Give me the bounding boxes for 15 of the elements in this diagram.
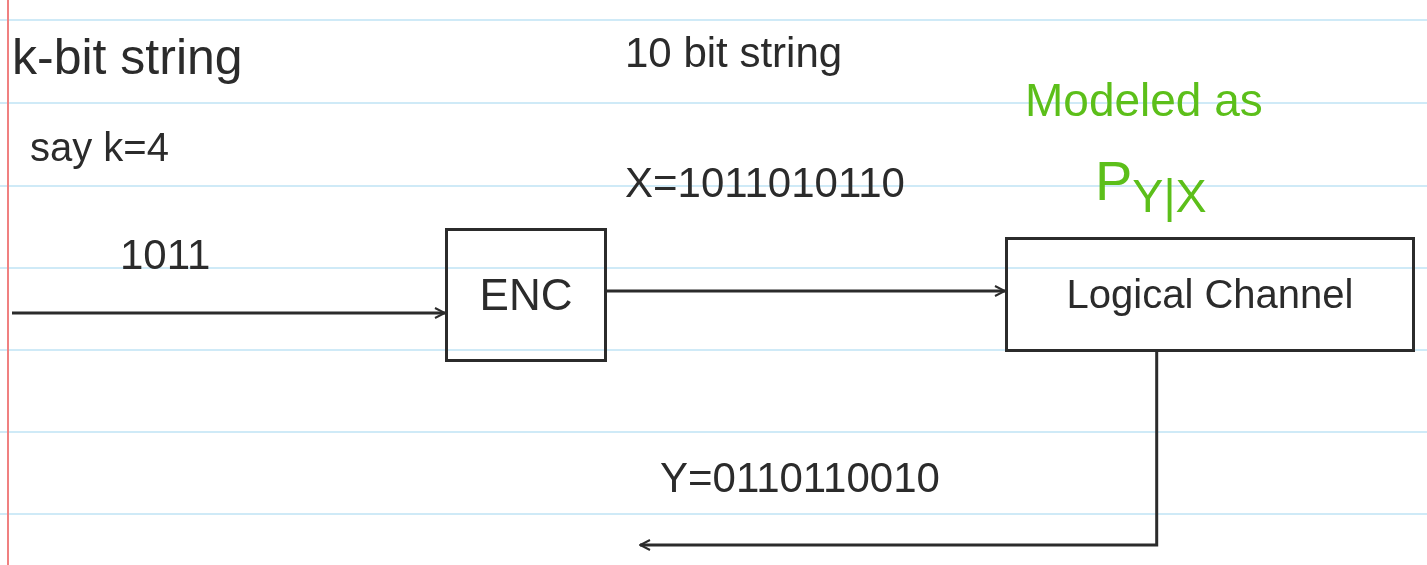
note-text: 10 bit string bbox=[625, 30, 843, 77]
process-box bbox=[1005, 237, 1415, 352]
arrow bbox=[12, 307, 446, 319]
arrow bbox=[607, 285, 1006, 297]
note-text: k-bit string bbox=[12, 30, 243, 85]
process-box bbox=[445, 228, 607, 362]
edge-label: 1011 bbox=[120, 232, 211, 279]
arrow bbox=[639, 352, 1159, 551]
edge-label: Y=0110110010 bbox=[660, 455, 940, 502]
note-text: P$_{Y|X}$ bbox=[1095, 150, 1207, 223]
note-text: say k=4 bbox=[30, 125, 169, 169]
edge-label: X=1011010110 bbox=[625, 160, 905, 207]
note-text: Modeled as bbox=[1025, 75, 1263, 126]
box-label: Logical Channel bbox=[1066, 272, 1354, 317]
box-label: ENC bbox=[479, 270, 573, 320]
